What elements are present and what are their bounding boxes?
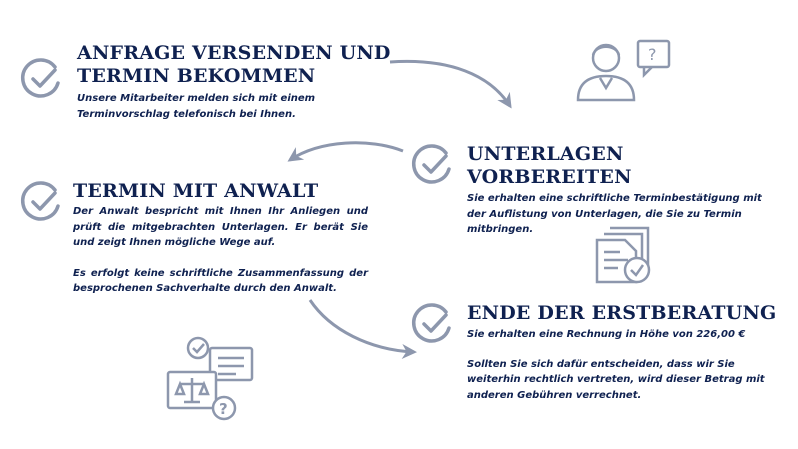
svg-text:?: ? [219, 400, 228, 418]
step-anfrage: ANFRAGE VERSENDEN UND TERMIN BEKOMMEN Un… [77, 42, 397, 122]
step-description: Unsere Mitarbeiter melden sich mit einem… [77, 93, 316, 120]
flow-arrow [308, 299, 417, 359]
step-title: UNTERLAGEN VORBEREITEN [467, 143, 632, 188]
step-note: Sollten Sie sich dafür entscheiden, dass… [467, 358, 765, 401]
check-circle-icon [411, 303, 451, 343]
step-note: Es erfolgt keine schriftliche Zusammenfa… [73, 267, 368, 295]
step-title: TERMIN MIT ANWALT [73, 180, 319, 202]
documents-check-icon [595, 226, 651, 284]
check-circle-icon [20, 181, 60, 221]
step-description: Sie erhalten eine schriftliche Terminbes… [467, 193, 762, 235]
step-description: Der Anwalt bespricht mit Ihnen Ihr Anlie… [73, 206, 368, 248]
step-title: ENDE DER ERSTBERATUNG [467, 302, 777, 324]
step-description: Sie erhalten eine Rechnung in Höhe von 2… [467, 329, 746, 340]
flow-arrow [287, 141, 404, 162]
title-line: ANFRAGE VERSENDEN UND [77, 42, 391, 64]
step-termin: TERMIN MIT ANWALT Der Anwalt bespricht m… [73, 180, 368, 297]
legal-chat-icon: ? [166, 336, 254, 421]
step-title: ANFRAGE VERSENDEN UND TERMIN BEKOMMEN [77, 42, 397, 88]
title-line: TERMIN BEKOMMEN [77, 65, 316, 87]
step-ende: ENDE DER ERSTBERATUNG Sie erhalten eine … [467, 302, 787, 403]
flow-arrow [389, 59, 512, 109]
check-circle-icon [411, 144, 451, 184]
person-question-icon: ? [576, 39, 671, 102]
svg-text:?: ? [648, 45, 657, 64]
check-circle-icon [20, 58, 60, 98]
step-unterlagen: UNTERLAGEN VORBEREITEN Sie erhalten eine… [467, 143, 787, 238]
